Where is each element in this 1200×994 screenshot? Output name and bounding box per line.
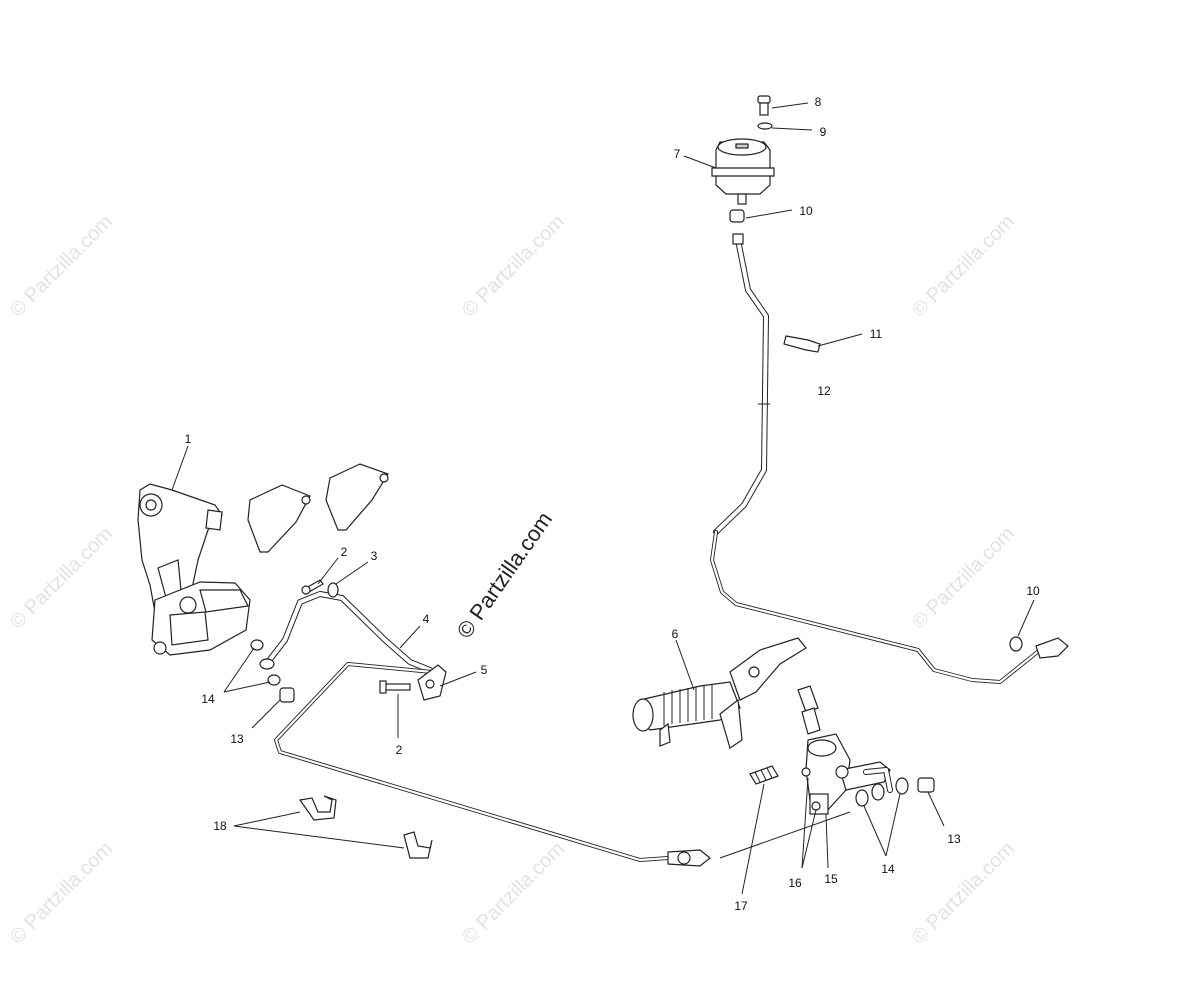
fitting-11 — [783, 335, 821, 353]
clamp-18-b — [403, 831, 433, 859]
banjo-bolt-13-right — [917, 777, 935, 793]
washer-9 — [757, 122, 773, 130]
callout-18: 18 — [213, 819, 227, 833]
center-watermark: © Partzilla.com — [452, 507, 558, 643]
pushrod — [797, 685, 821, 735]
reservoir-7 — [711, 138, 775, 205]
reservoir-screw-8 — [757, 95, 771, 116]
washer-14-left — [250, 639, 281, 686]
callout-2-lower: 2 — [396, 743, 403, 757]
reservoir-hose-12 — [713, 233, 770, 535]
callout-2-upper: 2 — [341, 545, 348, 559]
callout-4: 4 — [423, 612, 430, 626]
spring-17 — [749, 765, 779, 785]
screw-2-lower — [379, 680, 411, 694]
callout-10-lower: 10 — [1026, 584, 1040, 598]
callout-8: 8 — [815, 95, 822, 109]
brake-caliper — [151, 581, 251, 656]
callout-9: 9 — [820, 125, 827, 139]
brake-pad-left — [247, 484, 311, 553]
brake-line-long — [274, 662, 711, 867]
watermark: © Partzilla.com — [6, 523, 117, 634]
clamp-18-a — [298, 795, 337, 821]
master-cylinder-15 — [805, 733, 893, 815]
clutch-lever-6 — [632, 637, 807, 749]
watermark: © Partzilla.com — [908, 523, 1019, 634]
callout-16: 16 — [788, 876, 802, 890]
callout-13-left: 13 — [230, 732, 244, 746]
watermark: © Partzilla.com — [908, 838, 1019, 949]
callout-6: 6 — [672, 627, 679, 641]
brake-hose-upper — [259, 591, 433, 673]
callout-labels: 1 2 3 4 5 2 14 13 18 6 7 8 9 10 11 12 10… — [185, 95, 1040, 913]
callout-14-right: 14 — [881, 862, 895, 876]
watermark: © Partzilla.com — [458, 838, 569, 949]
clip-3 — [327, 582, 339, 598]
watermark: © Partzilla.com — [908, 211, 1019, 322]
callout-11: 11 — [870, 327, 883, 341]
callout-17: 17 — [734, 899, 748, 913]
caliper-bracket — [137, 483, 223, 626]
hose-bracket — [417, 664, 447, 701]
callout-12: 12 — [817, 384, 831, 398]
callout-5: 5 — [481, 663, 488, 677]
callout-3: 3 — [371, 549, 378, 563]
brake-pad-right — [325, 463, 389, 531]
callout-14-left: 14 — [201, 692, 215, 706]
clamp-10-lower — [1009, 636, 1023, 652]
banjo-bolt-13-left — [279, 687, 295, 703]
clutch-hose-lower — [710, 530, 1069, 684]
callout-10-upper: 10 — [799, 204, 813, 218]
watermark: © Partzilla.com — [458, 211, 569, 322]
clamp-10-upper — [729, 209, 745, 223]
callout-13-right: 13 — [947, 832, 961, 846]
watermark: © Partzilla.com — [6, 211, 117, 322]
callout-1: 1 — [185, 432, 192, 446]
leader-lines — [171, 102, 1035, 895]
watermark: © Partzilla.com — [6, 838, 117, 949]
washers-14-right — [855, 777, 909, 807]
lever-grip-ribs — [663, 685, 713, 726]
callout-7: 7 — [674, 147, 681, 161]
callout-15: 15 — [824, 872, 838, 886]
